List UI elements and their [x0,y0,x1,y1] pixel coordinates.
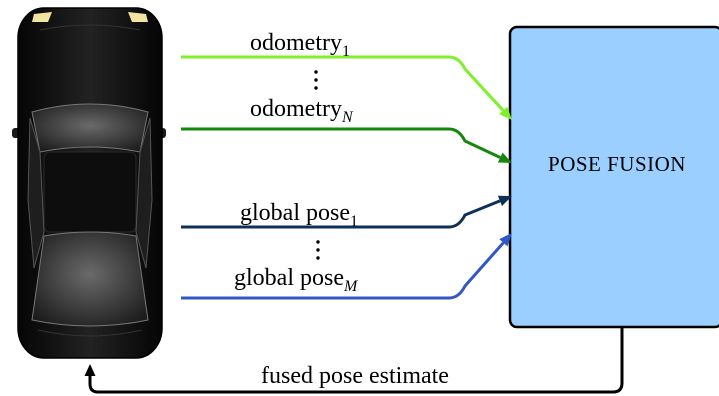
arrow-line [181,55,505,112]
svg-text:odometry1: odometry1 [250,30,350,60]
arrow-head-icon [499,233,512,247]
svg-text:odometryN: odometryN [250,96,354,126]
svg-text:global pose1: global pose1 [240,200,358,230]
arrow-line [181,241,505,300]
input-label-text: odometry [250,30,342,56]
arrow-odometry-n [181,127,512,163]
vertical-ellipsis-icon [316,240,320,260]
arrow-head-icon [497,195,512,206]
input-label-subscript: 1 [342,43,350,60]
arrow-line [181,127,501,159]
arrow-odometry-1 [181,55,512,120]
input-label-text: global pose [234,265,344,291]
input-label-subscript: 1 [350,213,358,230]
fused-pose-output-arrow [84,327,624,394]
input-label-subscript: M [343,278,359,295]
arrow-head-icon [497,152,512,163]
input-label-global-pose-m: global poseM [234,265,359,295]
arrow-global-pose-1 [181,195,512,229]
pose-fusion-title: POSE FUSION [548,152,686,176]
input-label-odometry-n: odometryN [250,96,354,126]
input-label-odometry-1: odometry1 [250,30,350,60]
svg-text:global poseM: global poseM [234,265,359,295]
vertical-ellipsis-icon [314,70,318,90]
input-label-text: odometry [250,96,342,122]
fused-pose-label: fused pose estimate [261,363,449,389]
car-top-view-icon [12,7,166,359]
input-arrows [181,55,512,300]
arrow-global-pose-m [181,233,512,300]
arrow-head-icon [499,106,512,120]
arrow-line [181,199,501,229]
input-label-text: global pose [240,200,350,226]
pose-fusion-box: POSE FUSION [508,25,719,329]
input-label-global-pose-1: global pose1 [240,200,358,230]
input-label-subscript: N [341,109,354,126]
